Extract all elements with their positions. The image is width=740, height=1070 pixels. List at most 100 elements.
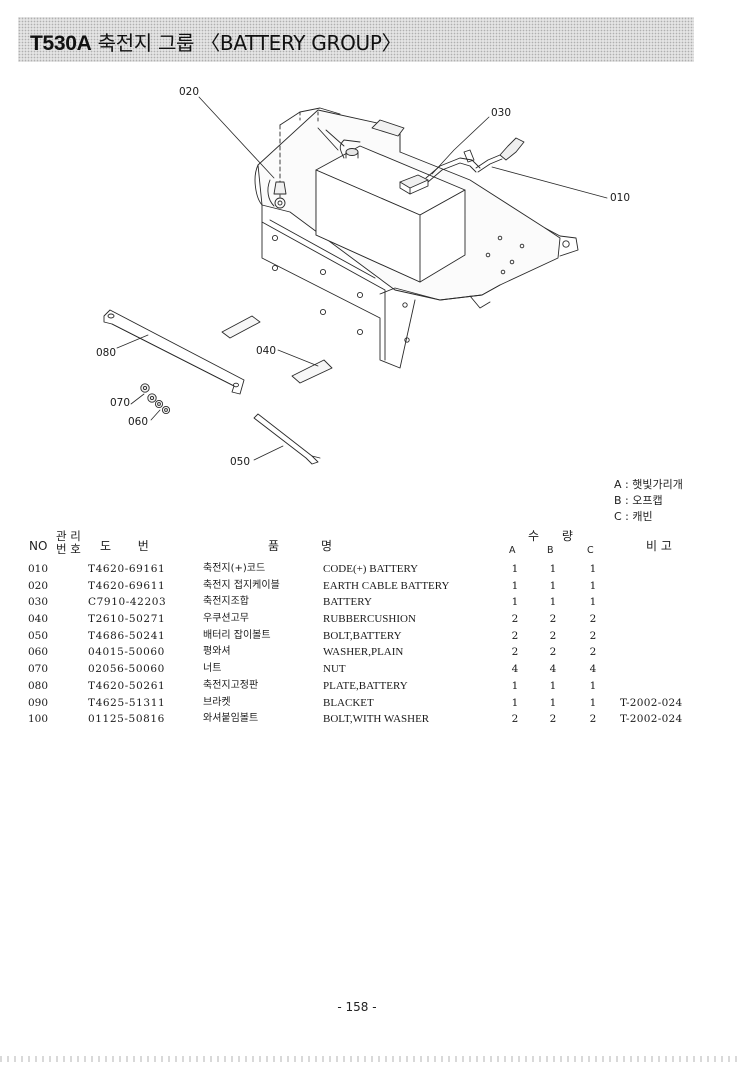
callout-020: 020 xyxy=(179,86,199,98)
row-qty-a: 1 xyxy=(511,679,519,692)
row-name-english: NUT xyxy=(323,663,346,676)
page-number: - 158 - xyxy=(337,1000,377,1014)
row-name-english: PLATE,BATTERY xyxy=(323,679,408,692)
callout-060: 060 xyxy=(128,416,148,428)
row-name-english: EARTH CABLE BATTERY xyxy=(323,579,450,592)
callout-030: 030 xyxy=(491,107,511,119)
title-korean: 축전지 그룹 xyxy=(97,31,195,55)
row-qty-c: 2 xyxy=(589,713,597,726)
row-name-korean: 우쿠션고무 xyxy=(203,613,249,625)
variant-legend: A : 햇빛가리개 B : 오프캡 C : 캐빈 xyxy=(614,477,683,525)
battery-group-exploded-diagram: 020 030 010 080 040 070 060 050 xyxy=(96,86,630,468)
row-qty-b: 1 xyxy=(549,596,557,609)
nuts-and-washers xyxy=(140,383,171,415)
row-name-korean: 축전지(+)코드 xyxy=(203,563,266,574)
header-remarks: 비 고 xyxy=(646,539,672,553)
header-qty-b: B xyxy=(547,545,554,556)
row-drawing-no: 04015-50060 xyxy=(88,646,165,659)
row-qty-b: 2 xyxy=(549,629,557,642)
row-qty-b: 1 xyxy=(549,696,557,709)
battery-bolt xyxy=(253,413,321,465)
row-no: 080 xyxy=(28,679,49,692)
header-mgmt-bottom: 번 호 xyxy=(56,542,81,556)
model-code: T530A xyxy=(30,32,92,55)
row-qty-b: 4 xyxy=(549,663,557,676)
legend-item-c: C : 캐빈 xyxy=(614,510,653,523)
row-name-korean: 축전지 접지케이블 xyxy=(203,579,280,591)
row-qty-a: 1 xyxy=(511,579,519,592)
row-drawing-no: T4620-69161 xyxy=(88,563,166,575)
row-qty-b: 1 xyxy=(549,679,557,692)
row-name-english: CODE(+) BATTERY xyxy=(323,563,419,575)
row-qty-c: 1 xyxy=(589,596,597,609)
page-title: T530A 축전지 그룹 〈BATTERY GROUP〉 xyxy=(30,27,402,56)
header-qty-a: A xyxy=(509,545,516,556)
row-qty-a: 2 xyxy=(511,646,519,659)
title-english: 〈BATTERY GROUP〉 xyxy=(200,31,402,55)
header-drawing-no: 도 번 xyxy=(100,539,149,553)
row-drawing-no: T4620-50261 xyxy=(88,679,166,692)
scan-edge-strip xyxy=(0,1056,740,1062)
row-qty-c: 1 xyxy=(589,679,597,692)
header-mgmt-top: 관 리 xyxy=(56,529,81,543)
row-drawing-no: T4625-51311 xyxy=(88,696,166,709)
legend-item-a: A : 햇빛가리개 xyxy=(614,478,683,491)
row-qty-c: 2 xyxy=(589,613,597,626)
row-qty-c: 1 xyxy=(589,696,597,709)
header-quantity: 수 량 xyxy=(528,529,573,543)
row-name-korean: 축전지조합 xyxy=(203,596,249,608)
row-name-korean: 너트 xyxy=(203,663,222,675)
row-drawing-no: T4686-50241 xyxy=(88,629,166,642)
row-qty-a: 2 xyxy=(511,613,519,626)
row-drawing-no: C7910-42203 xyxy=(88,596,167,609)
row-qty-c: 1 xyxy=(589,579,597,592)
row-no: 090 xyxy=(28,696,49,709)
row-qty-a: 4 xyxy=(511,663,519,676)
row-no: 020 xyxy=(28,579,49,592)
row-name-korean: 브라켓 xyxy=(203,696,231,708)
row-qty-c: 2 xyxy=(589,646,597,659)
header-part-name: 품 명 xyxy=(268,539,333,553)
row-drawing-no: 01125-50816 xyxy=(88,713,165,726)
row-no: 030 xyxy=(28,596,49,609)
row-name-korean: 배터리 잡이볼트 xyxy=(203,629,271,641)
row-drawing-no: T4620-69611 xyxy=(88,579,166,592)
row-remarks: T-2002-024 xyxy=(620,713,683,726)
row-no: 040 xyxy=(28,613,49,626)
row-qty-a: 1 xyxy=(511,596,519,609)
callout-080: 080 xyxy=(96,347,116,359)
row-no: 010 xyxy=(28,563,49,575)
row-remarks: T-2002-024 xyxy=(620,696,683,709)
rubber-cushions xyxy=(221,315,333,384)
earth-cable xyxy=(273,107,345,198)
row-name-english: BLACKET xyxy=(323,696,374,709)
row-no: 050 xyxy=(28,629,49,642)
row-qty-a: 1 xyxy=(511,696,519,709)
callout-070: 070 xyxy=(110,397,130,409)
battery-body xyxy=(315,139,466,283)
row-name-english: BOLT,WITH WASHER xyxy=(323,713,430,726)
callout-labels: 020 030 010 080 040 070 060 050 xyxy=(96,86,630,468)
row-qty-c: 2 xyxy=(589,629,597,642)
row-qty-b: 1 xyxy=(549,563,557,575)
legend-item-b: B : 오프캡 xyxy=(614,494,663,507)
row-name-korean: 와셔붙임볼트 xyxy=(203,713,259,725)
row-qty-c: 4 xyxy=(589,663,597,676)
row-name-english: WASHER,PLAIN xyxy=(323,646,404,659)
table-row: 020 T4620-69611 축전지 접지케이블 EARTH CABLE BATTE… xyxy=(28,578,708,595)
row-name-korean: 축전지고정판 xyxy=(203,679,259,691)
header-band xyxy=(18,17,694,62)
row-drawing-no: 02056-50060 xyxy=(88,663,165,676)
row-qty-a: 1 xyxy=(511,563,519,575)
table-row: 080 T4620-50261 축전지고정판 PLATE,BATTERY 1 1 1 xyxy=(28,678,708,695)
callout-010: 010 xyxy=(610,192,630,204)
header-qty-c: C xyxy=(587,545,594,556)
row-name-english: BOLT,BATTERY xyxy=(323,629,402,642)
